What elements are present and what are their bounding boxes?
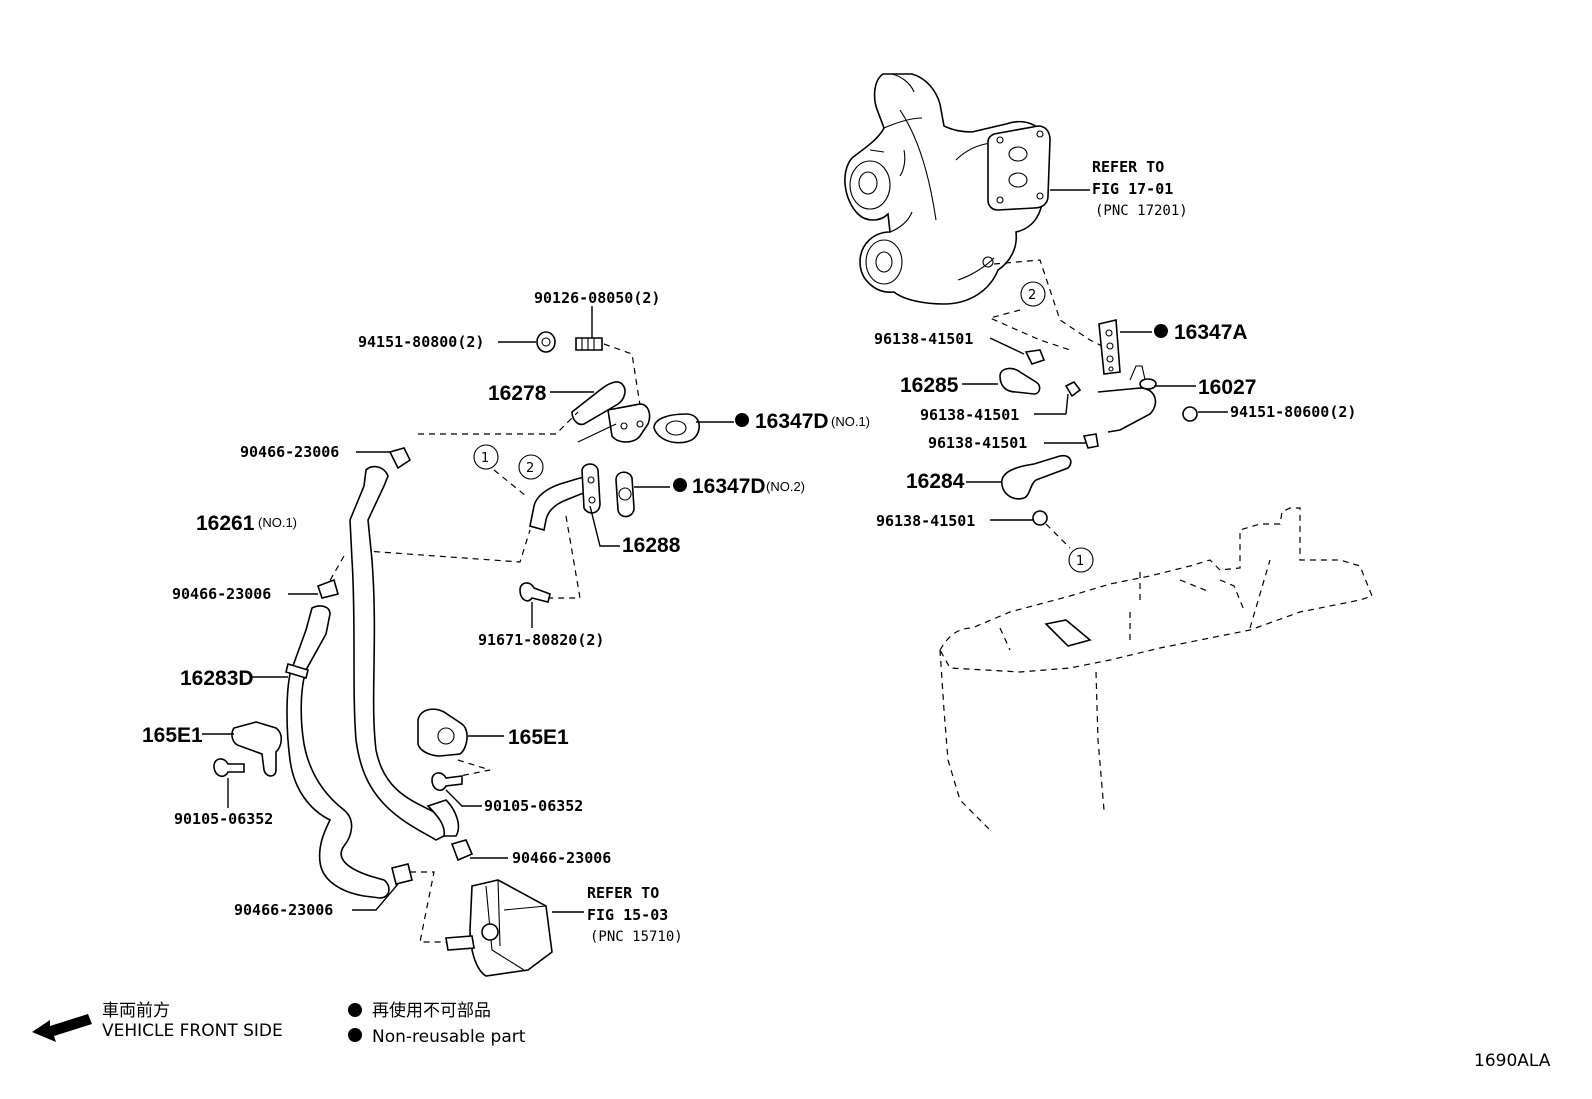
svg-text:2: 2: [1028, 288, 1036, 303]
gasket-16347d-no2: [615, 471, 635, 518]
gasket-16347d-no1: [653, 413, 700, 444]
svg-text:2: 2: [526, 461, 534, 476]
legend-en-nonreusable: Non-reusable part: [372, 1027, 526, 1047]
hose-16284: [1001, 454, 1072, 500]
gasket-16347a: [1098, 319, 1121, 375]
label-16027: 16027: [1198, 376, 1256, 399]
label-16347d-no1-sub: (NO.1): [831, 414, 870, 429]
callout-1-right: 1: [1068, 547, 1094, 573]
label-16347d-no2-sub: (NO.2): [766, 479, 805, 494]
clamp-90466-b: [316, 578, 339, 599]
label-90466-b: 90466-23006: [172, 585, 271, 603]
callout-1-left: 1: [473, 444, 499, 470]
non-reusable-marker: [735, 413, 749, 427]
label-16347d-no1: 16347D: [755, 410, 829, 433]
bolt-91671: [519, 582, 551, 603]
non-reusable-dot-icon: [348, 1003, 362, 1017]
clamp-96138-d: [1032, 510, 1048, 526]
vehicle-front-arrow-icon: [32, 1014, 92, 1042]
legend-en-front: VEHICLE FRONT SIDE: [102, 1021, 283, 1041]
part-labels: 90126-08050(2) 94151-80800(2) 16278 9046…: [142, 289, 1356, 919]
pipe-16288: [529, 476, 590, 532]
oil-cooler: [469, 879, 553, 977]
left-side-parts: 1 2: [202, 306, 734, 977]
label-90126: 90126-08050(2): [534, 289, 660, 307]
cooler-ref-line1: REFER TO: [587, 884, 659, 902]
turbo-ref-pnc: (PNC 17201): [1095, 203, 1188, 219]
label-16347a: 16347A: [1174, 321, 1248, 344]
callout-2-left: 2: [518, 454, 544, 480]
non-reusable-dot-icon: [348, 1028, 362, 1042]
cooler-reference: REFER TO FIG 15-03 (PNC 15710): [587, 884, 683, 945]
clamp-96138-b: [1064, 380, 1082, 398]
stud-90126: [575, 337, 603, 351]
svg-text:1: 1: [481, 451, 489, 466]
label-165e1-right: 165E1: [508, 726, 569, 749]
label-16285: 16285: [900, 374, 959, 397]
turbo-ref-line2: FIG 17-01: [1092, 180, 1173, 198]
svg-text:1: 1: [1076, 554, 1084, 569]
clamp-90466-a: [388, 447, 412, 470]
turbo-reference: REFER TO FIG 17-01 (PNC 17201): [1050, 158, 1188, 219]
label-16278: 16278: [488, 382, 547, 405]
bracket-165e1-right: [417, 708, 468, 757]
bolt-90105-left: [213, 758, 245, 778]
legend-jp-front: 車両前方: [102, 1001, 170, 1021]
bolt-90105-right: [431, 772, 463, 792]
turbocharger-drawing: [844, 73, 1051, 305]
legend-jp-nonreusable: 再使用不可部品: [372, 1000, 491, 1021]
label-91671: 91671-80820(2): [478, 631, 604, 649]
hose-16285: [999, 367, 1041, 395]
nut-94151-80800: [536, 331, 556, 353]
label-16283d: 16283D: [180, 667, 254, 690]
non-reusable-marker: [1154, 324, 1168, 338]
label-94151-80600: 94151-80600(2): [1230, 403, 1356, 421]
label-96138-b: 96138-41501: [920, 406, 1019, 424]
cooler-ref-line2: FIG 15-03: [587, 906, 668, 924]
label-96138-c: 96138-41501: [928, 434, 1027, 452]
label-94151-80800: 94151-80800(2): [358, 333, 484, 351]
pipe-16027: [1097, 387, 1157, 433]
label-16261: 16261: [196, 512, 255, 535]
label-90105-left: 90105-06352: [174, 810, 273, 828]
label-16347d-no2: 16347D: [692, 475, 766, 498]
engine-block-outline: [939, 507, 1373, 831]
callout-2-top: 2: [1020, 281, 1046, 307]
clamp-90466-c: [450, 839, 474, 862]
clamp-96138-c: [1082, 433, 1099, 449]
nut-94151-80600: [1182, 406, 1198, 422]
legend: 車両前方 VEHICLE FRONT SIDE 再使用不可部品 Non-reus…: [32, 1000, 526, 1047]
label-96138-d: 96138-41501: [876, 512, 975, 530]
label-165e1-left: 165E1: [142, 724, 203, 747]
turbo-ref-line1: REFER TO: [1092, 158, 1164, 176]
clamp-90466-d: [391, 863, 413, 885]
label-90466-c: 90466-23006: [512, 849, 611, 867]
pipe-16278: [571, 381, 626, 426]
hose-16283d: [286, 605, 390, 899]
clamp-96138-a: [1024, 349, 1046, 365]
label-90105-right: 90105-06352: [484, 797, 583, 815]
label-16288: 16288: [622, 534, 681, 557]
label-16284: 16284: [906, 470, 965, 493]
diagram-id: 1690ALA: [1474, 1051, 1551, 1071]
non-reusable-marker: [673, 478, 687, 492]
label-90466-a: 90466-23006: [240, 443, 339, 461]
bracket-165e1-left: [231, 721, 283, 777]
label-90466-d: 90466-23006: [234, 901, 333, 919]
label-96138-a: 96138-41501: [874, 330, 973, 348]
right-side-parts: 2 1: [962, 259, 1228, 573]
cooler-ref-pnc: (PNC 15710): [590, 929, 683, 945]
label-16261-sub: (NO.1): [258, 515, 297, 530]
